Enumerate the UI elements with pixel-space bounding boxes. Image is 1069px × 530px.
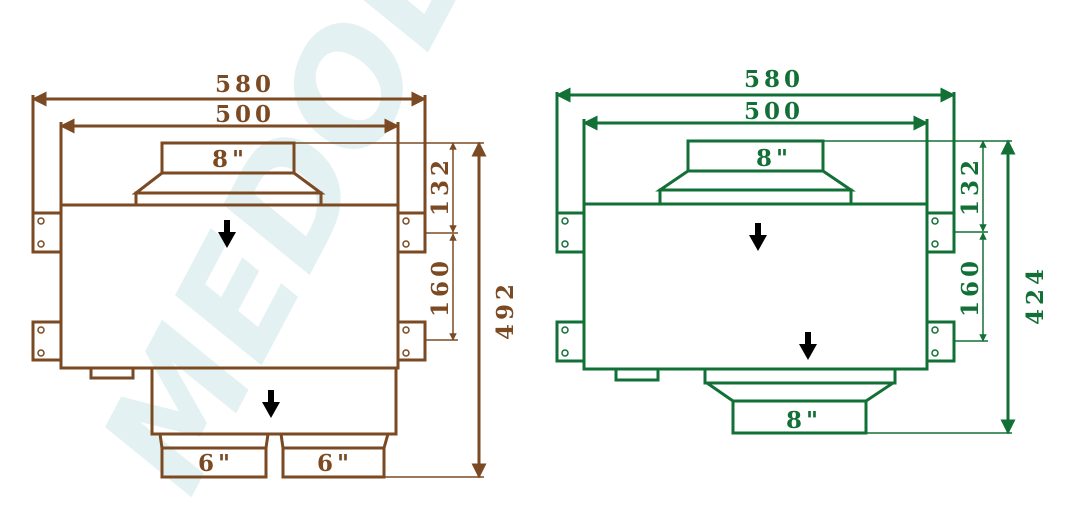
bracket-hole bbox=[561, 326, 569, 334]
airflow-arrow-icon bbox=[799, 332, 817, 360]
label-132: 132 bbox=[957, 156, 984, 216]
label-492: 492 bbox=[492, 280, 519, 340]
bracket-hole bbox=[561, 217, 569, 225]
mount-bracket bbox=[31, 211, 63, 254]
inlet-collar bbox=[686, 139, 825, 173]
bracket-hole bbox=[931, 240, 939, 248]
label-132: 132 bbox=[427, 156, 454, 216]
bracket-hole bbox=[37, 240, 45, 248]
label-580: 580 bbox=[215, 71, 275, 98]
bracket-hole bbox=[37, 217, 45, 225]
right-drawing: 580 500 8" 8" 132 160 424 bbox=[555, 66, 1049, 435]
mount-bracket bbox=[396, 320, 427, 362]
mount-bracket bbox=[925, 211, 956, 254]
bracket-hole bbox=[402, 349, 410, 357]
left-drawing: 580 500 8" 6" 6" 132 160 492 bbox=[31, 71, 519, 479]
bracket-hole bbox=[37, 349, 45, 357]
label-outlet-size: 8" bbox=[786, 407, 822, 434]
outlet-collar bbox=[731, 399, 868, 435]
outlet-collar bbox=[160, 446, 268, 479]
bracket-hole bbox=[402, 326, 410, 334]
label-500: 500 bbox=[215, 101, 275, 128]
mount-bracket bbox=[925, 320, 956, 363]
outlet-plenum bbox=[150, 366, 398, 436]
label-outlet-size: 6" bbox=[198, 450, 234, 477]
mount-bracket bbox=[31, 320, 63, 362]
mount-bracket bbox=[555, 211, 586, 254]
bracket-hole bbox=[402, 217, 410, 225]
outlet-collar bbox=[281, 446, 386, 479]
bracket-hole bbox=[561, 240, 569, 248]
bracket-hole bbox=[37, 326, 45, 334]
mount-bracket bbox=[396, 211, 427, 254]
label-160: 160 bbox=[427, 257, 454, 317]
bracket-hole bbox=[561, 349, 569, 357]
mount-bracket bbox=[555, 320, 586, 363]
bracket-hole bbox=[402, 240, 410, 248]
label-inlet-size: 8" bbox=[212, 146, 248, 173]
label-outlet-size: 6" bbox=[317, 450, 353, 477]
label-500: 500 bbox=[744, 98, 804, 125]
label-160: 160 bbox=[957, 257, 984, 317]
label-424: 424 bbox=[1022, 265, 1049, 325]
bracket-hole bbox=[931, 217, 939, 225]
bracket-hole bbox=[931, 326, 939, 334]
bracket-hole bbox=[931, 349, 939, 357]
label-580: 580 bbox=[744, 66, 804, 93]
inlet-collar bbox=[160, 141, 296, 175]
airflow-arrow-icon bbox=[749, 223, 767, 251]
label-inlet-size: 8" bbox=[756, 145, 792, 172]
